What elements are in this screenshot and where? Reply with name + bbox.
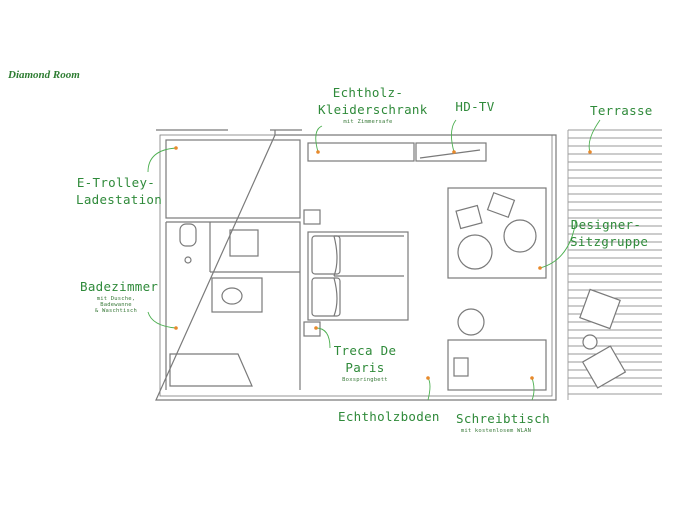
tv-label: HD-TV <box>455 99 495 114</box>
designer-label: Designer- Sitzgruppe <box>570 216 648 250</box>
chair-2 <box>503 219 537 253</box>
sink <box>221 287 243 305</box>
cushion-2 <box>486 192 516 218</box>
designer-label-line1: Designer- <box>570 217 642 232</box>
terrace-table <box>582 334 598 350</box>
wardrobe-shape <box>307 142 415 162</box>
desk-chair <box>457 308 485 336</box>
desk-shape <box>447 339 547 391</box>
wardrobe-label-line2: Kleiderschrank <box>318 101 428 117</box>
tv-shape <box>419 149 481 159</box>
bath-sublabel-line2: & Waschtisch <box>94 308 138 315</box>
floor-label: Echtholzboden <box>338 409 440 424</box>
bed-label-title: Treca De Paris <box>333 343 397 375</box>
sink-counter <box>211 277 263 313</box>
wardrobe-label: Echtholz- Kleiderschrank mit Zimmersafe <box>318 84 427 125</box>
bath-label: Badezimmer mit Dusche, Badewanne & Wasch… <box>80 278 158 315</box>
nightstand-1 <box>303 209 321 225</box>
outer-walls <box>155 129 557 401</box>
shower-fixture <box>179 223 197 247</box>
wc-wall <box>209 222 300 273</box>
trolley-label-line2: Ladestation <box>76 191 163 207</box>
terrace-deck <box>567 129 662 400</box>
trolley-room <box>165 139 301 219</box>
pillow-2 <box>311 277 341 317</box>
bath-label-title: Badezimmer <box>80 279 159 294</box>
desk-lamp <box>453 357 469 377</box>
nightstand-2 <box>303 321 321 337</box>
terrace-label: Terrasse <box>590 103 653 118</box>
bath-sublabel-line1: mit Dusche, Badewanne <box>96 295 136 308</box>
bed-frame <box>307 231 409 321</box>
bed-label: Treca De Paris Boxspringbett <box>318 342 412 383</box>
bathroom-walls <box>165 221 301 390</box>
terrace-chair-1 <box>579 288 621 330</box>
cushion-1 <box>455 204 483 230</box>
desk-label-title: Schreibtisch <box>456 411 550 426</box>
designer-label-line2: Sitzgruppe <box>570 233 649 249</box>
inner-wall-line <box>159 134 553 397</box>
markers <box>174 146 592 380</box>
wardrobe-label-line1: Echtholz- <box>332 85 404 100</box>
wardrobe-sublabel: mit Zimmersafe <box>343 118 393 125</box>
desk-label: Schreibtisch mit kostenlosem WLAN <box>456 410 550 435</box>
seating-rug <box>447 187 547 279</box>
toilet <box>229 229 259 257</box>
bathtub <box>169 353 253 387</box>
leader-lines <box>147 119 601 401</box>
room-title: Diamond Room <box>8 69 80 81</box>
tv-unit-shape <box>415 142 487 162</box>
terrace-chair-2 <box>581 345 627 389</box>
chair-1 <box>457 234 493 270</box>
trolley-label: E-Trolley- Ladestation <box>76 174 162 208</box>
pillow-1 <box>311 235 341 275</box>
trolley-label-line1: E-Trolley- <box>76 175 156 190</box>
bed-sublabel: Boxspringbett <box>342 376 388 383</box>
desk-sublabel: mit kostenlosem WLAN <box>460 427 532 434</box>
